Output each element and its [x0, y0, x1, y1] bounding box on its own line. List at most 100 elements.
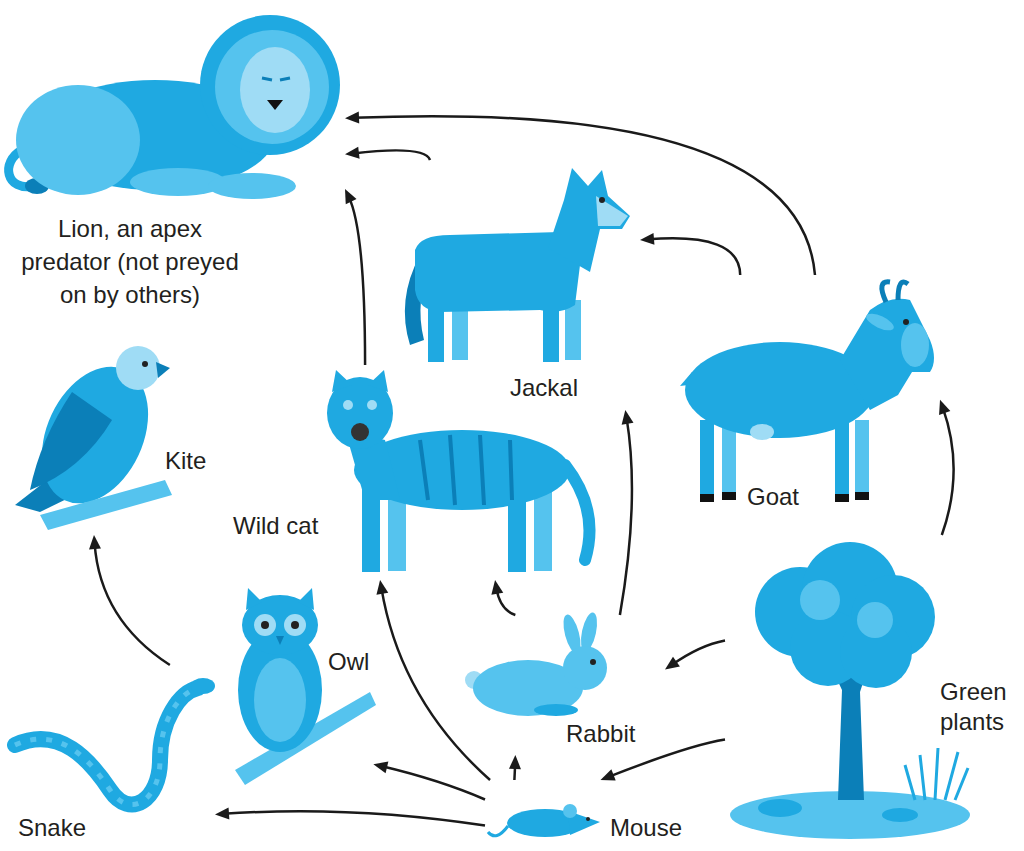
- food-arrow: [345, 147, 430, 160]
- kite-branch: [40, 480, 172, 530]
- arrow-head: [640, 233, 654, 245]
- plants-figure: [730, 542, 970, 839]
- arrow-line: [353, 150, 430, 160]
- organism-label: Snake: [18, 813, 86, 843]
- arrow-line: [353, 116, 815, 275]
- organism-label: Rabbit: [566, 719, 635, 749]
- mouse-tail: [488, 826, 508, 836]
- food-arrow: [89, 535, 170, 665]
- organism-node: Mouse: [485, 780, 695, 845]
- food-arrow: [491, 580, 515, 615]
- organism-node: Lion, an apex predator (not preyed on by…: [0, 0, 345, 315]
- organism-node: Wild cat: [228, 365, 585, 580]
- arrow-line: [620, 418, 632, 615]
- food-arrow: [373, 762, 485, 800]
- food-arrow: [939, 400, 954, 535]
- owl-figure: [235, 588, 376, 785]
- cat-stripes: [420, 435, 512, 505]
- jackal-figure: [405, 168, 630, 362]
- rabbit-foot: [534, 704, 578, 716]
- lion-figure: [9, 15, 340, 199]
- plants-bush: [882, 808, 918, 822]
- tree-crown-light: [857, 602, 893, 638]
- cat-tail: [565, 465, 590, 560]
- goat-hoof: [722, 492, 736, 500]
- goat-hoof: [855, 492, 869, 500]
- jackal-leg: [565, 300, 581, 360]
- jackal-muzzle: [596, 196, 628, 226]
- organism-node: Rabbit: [460, 615, 665, 755]
- arrow-line: [381, 588, 490, 780]
- kite-figure: [15, 346, 172, 530]
- plants-bush: [758, 799, 802, 817]
- goat-hoof: [835, 494, 849, 502]
- snake-figure: [15, 678, 215, 804]
- owl-eye: [284, 614, 306, 636]
- arrow-head: [345, 112, 359, 124]
- organism-node: Goat: [670, 275, 940, 515]
- lion-eyes: [262, 78, 290, 80]
- organism-node: Owl: [228, 575, 373, 795]
- arrow-line: [223, 811, 485, 825]
- arrow-head: [215, 807, 229, 819]
- organism-label: Jackal: [510, 373, 578, 403]
- rabbit-head: [563, 646, 607, 690]
- grass-blades: [905, 748, 968, 800]
- lion-mane: [200, 15, 340, 155]
- organism-node: Kite: [0, 335, 235, 535]
- goat-ear: [864, 310, 896, 334]
- jackal-leg: [543, 300, 559, 362]
- mouse-eye: [586, 817, 590, 821]
- goat-figure: [680, 282, 934, 502]
- kite-eye: [142, 361, 148, 367]
- arrow-head: [345, 147, 360, 159]
- goat-hoof: [700, 494, 714, 502]
- arrow-line: [95, 543, 170, 665]
- cat-ears: [332, 370, 388, 392]
- organism-node: Green plants: [725, 535, 1022, 845]
- arrow-line: [349, 196, 366, 365]
- organism-label: Owl: [328, 647, 369, 677]
- goat-udder: [750, 424, 774, 440]
- cat-leg: [362, 480, 380, 572]
- arrow-line: [648, 238, 740, 275]
- goat-leg: [855, 420, 869, 496]
- food-arrow: [345, 189, 365, 365]
- owl-eye: [254, 614, 276, 636]
- food-arrow: [640, 233, 740, 275]
- kite-wing: [30, 392, 112, 490]
- snake-pattern: [15, 688, 198, 804]
- lion-mane-inner: [215, 30, 329, 144]
- arrow-line: [942, 407, 954, 535]
- goat-head: [840, 299, 934, 410]
- food-arrow: [345, 112, 815, 275]
- goat-leg: [700, 420, 714, 498]
- food-arrow: [509, 755, 521, 780]
- lion-paw: [208, 173, 296, 199]
- arrow-line: [381, 766, 485, 799]
- arrow-head: [509, 755, 521, 769]
- arrow-head: [939, 400, 950, 415]
- cat-eye: [343, 400, 353, 410]
- organism-label: Green plants: [940, 677, 1018, 737]
- food-arrow: [620, 410, 634, 615]
- lion-face: [240, 47, 310, 133]
- owl-beak: [276, 636, 284, 645]
- jackal-head: [548, 168, 630, 272]
- organism-label: Mouse: [610, 813, 682, 843]
- owl-tufts: [246, 588, 314, 610]
- mouse-ear: [563, 804, 577, 818]
- arrow-line: [672, 640, 725, 665]
- owl-belly: [254, 658, 306, 742]
- goat-leg: [835, 420, 849, 498]
- jackal-leg: [428, 300, 444, 362]
- food-arrow: [215, 807, 485, 825]
- arrow-head: [665, 657, 680, 670]
- owl-pupil: [291, 621, 299, 629]
- kite-beak: [156, 362, 170, 378]
- food-arrow: [665, 640, 725, 669]
- goat-eye: [903, 319, 909, 325]
- food-arrow: [376, 580, 490, 780]
